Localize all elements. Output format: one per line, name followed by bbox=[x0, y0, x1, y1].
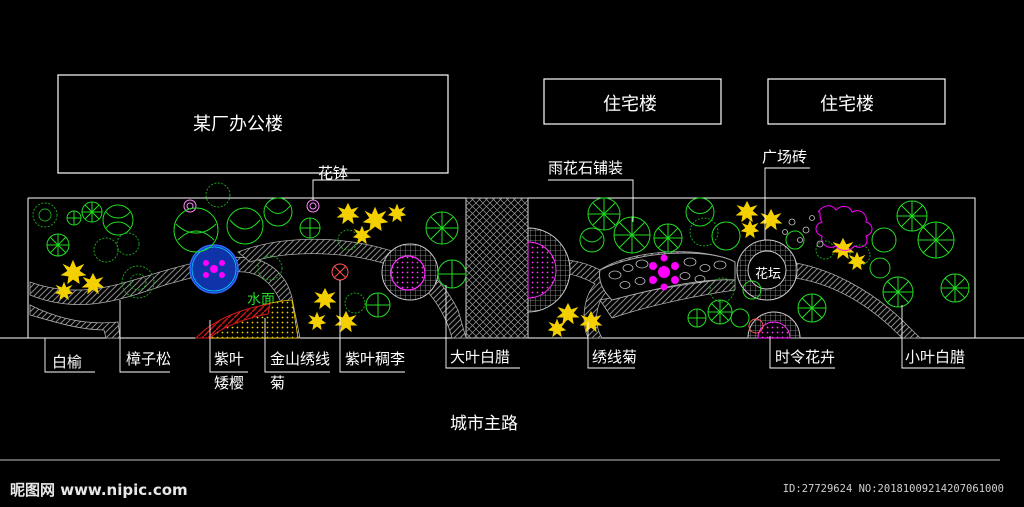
label-golden-spiraea-line2: 菊 bbox=[270, 374, 285, 392]
label-elm: 白榆 bbox=[52, 353, 82, 371]
label-flower-pot: 花钵 bbox=[318, 164, 348, 182]
label-seasonal-flowers: 时令花卉 bbox=[775, 348, 835, 366]
paving-scatter bbox=[782, 215, 824, 248]
watermark-site: 昵图网 www.nipic.com bbox=[10, 481, 188, 499]
label-purple-plum: 紫叶稠李 bbox=[345, 350, 405, 368]
label-big-privet: 大叶白腊 bbox=[450, 348, 510, 366]
road-label: 城市主路 bbox=[450, 414, 518, 434]
residential-building-left: 住宅楼 bbox=[543, 78, 722, 125]
residential-building-right-label: 住宅楼 bbox=[820, 94, 874, 115]
circular-plaza-left bbox=[381, 243, 439, 301]
label-spiraea: 绣线菊 bbox=[592, 348, 637, 366]
central-paved-strip bbox=[465, 197, 529, 339]
label-pebble-paving: 雨花石铺装 bbox=[548, 159, 623, 177]
label-pine: 樟子松 bbox=[126, 350, 171, 368]
label-purple-cherry-line2: 矮樱 bbox=[214, 374, 244, 392]
yellow-shrubs bbox=[54, 200, 867, 338]
residential-building-left-label: 住宅楼 bbox=[603, 94, 657, 115]
watermark-id: ID:27729624 NO:20181009214207061000 bbox=[783, 483, 1004, 495]
label-small-privet: 小叶白腊 bbox=[905, 348, 965, 366]
residential-building-right: 住宅楼 bbox=[767, 78, 946, 125]
office-building-label: 某厂办公楼 bbox=[193, 114, 283, 135]
office-building: 某厂办公楼 bbox=[57, 74, 449, 174]
site-boundary bbox=[0, 197, 1024, 461]
pine-trees bbox=[32, 182, 871, 314]
flower-bed-label: 花坛 bbox=[755, 266, 781, 282]
label-plaza-tile: 广场砖 bbox=[762, 148, 807, 166]
leader-lines bbox=[44, 167, 965, 373]
green-trees bbox=[46, 197, 970, 328]
golden-spiraea-bed bbox=[194, 299, 299, 339]
seasonal-flower-bed bbox=[747, 311, 801, 339]
fountain bbox=[649, 254, 679, 291]
magenta-shrub-cluster bbox=[815, 205, 873, 251]
flower-pot-icons bbox=[183, 199, 320, 213]
semicircle-garden bbox=[527, 227, 571, 313]
flower-bed: 花坛 bbox=[736, 239, 798, 301]
label-golden-spiraea-line1: 金山绣线 bbox=[270, 350, 330, 368]
label-purple-cherry-line1: 紫叶 bbox=[214, 350, 244, 368]
